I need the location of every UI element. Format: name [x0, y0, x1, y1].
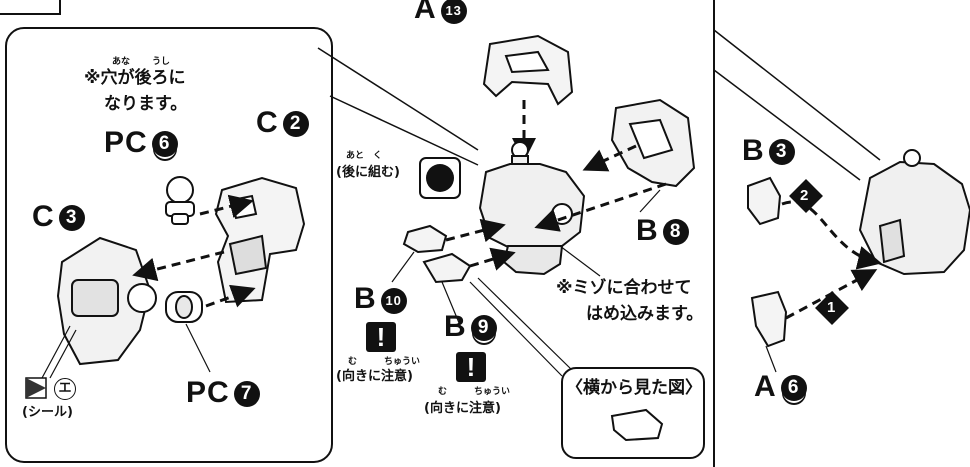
b10-orient-ruby: む ちゅうい: [348, 357, 421, 367]
b8-number: 8: [662, 219, 689, 245]
right-callout-line-bottom: [713, 69, 861, 181]
hole-note-line-1: ※穴が後ろに: [84, 68, 186, 88]
groove-note-line-2: はめ込みます。: [586, 304, 704, 324]
step2-diamond: [789, 179, 823, 213]
a13-prefix: A: [414, 0, 437, 25]
b9-arrow: [469, 247, 516, 271]
step1-diamond: [815, 291, 849, 325]
assembled-head-drawing: [858, 149, 970, 276]
b3-number: 3: [768, 139, 795, 165]
later-assembly-icon: [426, 164, 454, 192]
step2-arrow: [781, 200, 882, 270]
sticker-leader-line-1: [41, 325, 71, 379]
b10-arrow: [445, 218, 506, 243]
b9-leader-line: [441, 281, 463, 331]
pc6-prefix: PC: [104, 126, 148, 159]
c3-part-drawing: [56, 236, 157, 366]
b8-leader-line: [639, 189, 661, 213]
b9-number: 9: [470, 315, 497, 341]
pc7-prefix: PC: [186, 376, 230, 409]
left-callout-line-bottom: [329, 95, 479, 166]
hole-note-ruby-1: あな: [112, 57, 131, 67]
groove-leader-line: [559, 245, 601, 277]
side-view-callout-line-1: [469, 281, 563, 377]
b9-orient-ruby: む ちゅうい: [438, 387, 511, 397]
a6-leader-line: [765, 345, 777, 373]
c2-to-c3-arrow: [132, 250, 225, 282]
head-body-drawing: [478, 141, 586, 276]
sticker-code: エ: [54, 378, 76, 400]
step2-number: 2: [800, 187, 809, 204]
b10-number: 10: [380, 288, 407, 314]
side-view-callout-line-2: [477, 277, 575, 373]
c2-prefix: C: [256, 106, 279, 139]
groove-note-line-1: ※ミゾに合わせて: [556, 278, 692, 298]
b8-long-arrow: [534, 182, 667, 232]
pc6-part-drawing: [165, 176, 195, 225]
hole-note-line-2: なります。: [104, 94, 188, 114]
b8-part-drawing: [610, 98, 696, 188]
pc6-to-c2-arrow: [199, 194, 254, 219]
b8-prefix: B: [636, 214, 659, 247]
step1-number: 1: [827, 299, 836, 316]
b10-caution-icon: !: [366, 322, 396, 352]
left-detail-panel: [5, 27, 333, 463]
a13-part-drawing: [482, 34, 574, 106]
a13-number: 13: [440, 0, 467, 24]
b3-part-drawing: [747, 176, 782, 226]
side-view-part-drawing: [610, 408, 664, 442]
a6-number: 6: [780, 375, 807, 401]
hole-note-ruby-2: うし: [152, 57, 171, 67]
c2-part-drawing: [214, 176, 306, 304]
b10-leader-line: [391, 251, 415, 283]
a6-prefix: A: [754, 370, 777, 403]
b10-part-drawing: [402, 224, 448, 254]
b9-part-drawing: [422, 252, 472, 284]
pc6-number: 6: [151, 131, 178, 157]
b9-orient-note: (向きに注意): [424, 401, 501, 416]
previous-step-box-corner: [0, 0, 61, 15]
c2-number: 2: [282, 111, 309, 137]
b10-orient-note: (向きに注意): [336, 369, 413, 384]
b3-prefix: B: [742, 134, 765, 167]
left-callout-line-top: [317, 47, 479, 151]
c3-prefix: C: [32, 200, 55, 233]
b8-to-body-arrow: [582, 144, 637, 172]
later-ruby: あと く: [346, 151, 383, 161]
pc7-part-drawing: [165, 291, 203, 323]
sticker-label: (シール): [22, 405, 73, 420]
b9-caution-icon: !: [456, 352, 486, 382]
pc7-to-c2-arrow: [205, 284, 256, 308]
b9-prefix: B: [444, 310, 467, 343]
sticker-leader-line-2: [49, 329, 77, 379]
b10-prefix: B: [354, 282, 377, 315]
c3-number: 3: [58, 205, 85, 231]
right-callout-line-top: [713, 29, 881, 161]
a6-part-drawing: [750, 290, 788, 348]
sticker-icon-fill: [26, 378, 46, 398]
side-view-label: 〈横から見た図〉: [566, 378, 702, 398]
pc7-leader-line: [185, 323, 211, 373]
pc7-number: 7: [233, 381, 260, 407]
later-note: (後に組む): [336, 165, 400, 180]
